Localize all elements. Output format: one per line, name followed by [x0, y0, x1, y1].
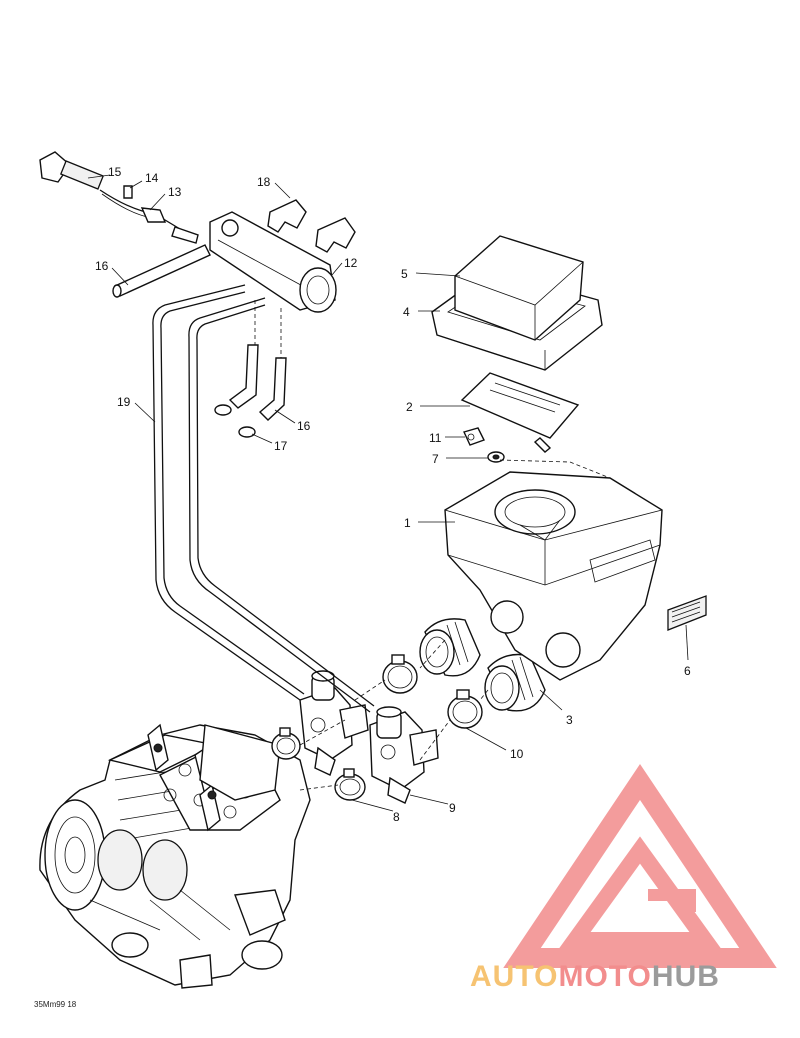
hose-16-upper — [112, 244, 211, 298]
callout-1: 1 — [404, 516, 411, 530]
callout-6: 6 — [684, 664, 691, 678]
carburetor-right — [369, 706, 439, 804]
watermark-text: AUTOMOTOHUB — [470, 960, 720, 993]
clamp-8-lower — [334, 768, 366, 801]
callout-3: 3 — [566, 713, 573, 727]
callout-10: 10 — [510, 747, 524, 761]
callout-19: 19 — [117, 395, 131, 409]
callout-2: 2 — [406, 400, 413, 414]
clamp-10-lower — [447, 689, 483, 729]
watermark-text-moto: MOTO — [558, 960, 651, 993]
assembly-guide-lines — [254, 300, 611, 791]
callout-11: 11 — [429, 431, 442, 445]
callout-16-lower: 16 — [297, 419, 311, 433]
engine-assembly — [39, 723, 311, 989]
air-silencer-box — [444, 471, 663, 681]
callout-9: 9 — [449, 801, 456, 815]
retaining-plate — [460, 372, 580, 453]
callout-17: 17 — [274, 439, 288, 453]
hose-16-lower — [228, 344, 287, 421]
callout-4: 4 — [403, 305, 410, 319]
oil-pump-manifold — [209, 211, 337, 313]
clamp-10-upper — [382, 654, 418, 694]
callout-leaders — [87, 174, 689, 812]
sensor-cable — [39, 151, 199, 244]
watermark-text-hub: HUB — [652, 960, 720, 993]
rubber-adaptor-lower — [484, 653, 546, 712]
callout-18: 18 — [257, 175, 271, 189]
callout-16-upper: 16 — [95, 259, 109, 273]
decal-label — [667, 595, 707, 631]
callout-14: 14 — [145, 171, 159, 185]
watermark-triangle-outer — [503, 764, 777, 968]
screw-11 — [463, 427, 485, 446]
rail-clips — [267, 199, 356, 253]
callout-labels: 1 2 3 4 5 6 7 8 9 10 11 12 13 14 15 16 1… — [95, 165, 691, 824]
callout-13: 13 — [168, 185, 182, 199]
callout-12: 12 — [344, 256, 358, 270]
callout-7: 7 — [432, 452, 439, 466]
oil-lines-19 — [152, 284, 375, 713]
watermark-logo: AUTOMOTOHUB — [470, 764, 777, 993]
watermark-text-auto: AUTO — [470, 960, 558, 993]
callout-15: 15 — [108, 165, 122, 179]
figure-reference-code: 35Mm99 18 — [34, 1000, 77, 1009]
callout-5: 5 — [401, 267, 408, 281]
clips-17 — [214, 404, 256, 438]
rubber-adaptor-upper — [419, 618, 481, 677]
washer-7 — [487, 451, 505, 463]
carburetor-left — [299, 670, 369, 776]
clamp-8-upper — [271, 727, 301, 760]
filter-cover — [454, 235, 584, 341]
callout-8: 8 — [393, 810, 400, 824]
